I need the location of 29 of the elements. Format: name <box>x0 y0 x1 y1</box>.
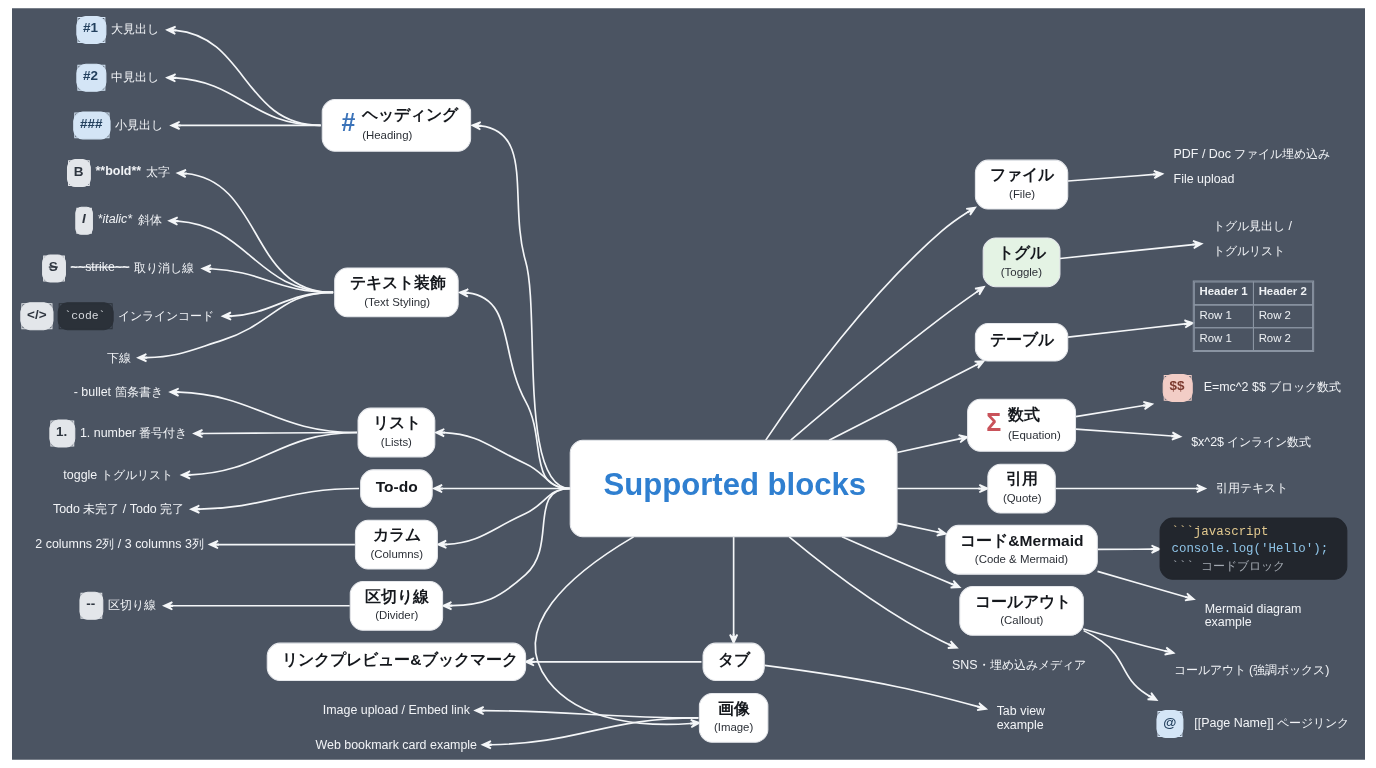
node-label: 斜体 <box>137 213 162 228</box>
node-text: コールアウト (強調ボックス) <box>1173 662 1329 677</box>
node-text: Image upload / Embed link <box>322 703 470 718</box>
node-label: E=mc^2 $$ ブロック数式 <box>1203 380 1341 395</box>
node-text: toggle トグルリスト <box>62 467 173 482</box>
node-label: 小見出し <box>114 117 163 132</box>
node-label: 中見出し <box>110 69 159 84</box>
node-text: Web bookmark card example <box>314 737 477 752</box>
node-label: インラインコード <box>117 308 214 323</box>
node-label: 1. number 番号付き <box>79 425 187 440</box>
node-text: 下線 <box>106 350 131 365</box>
node-label: *italic* <box>97 212 132 227</box>
node-label: 大見出し <box>110 22 159 37</box>
node-text: PDF / Doc ファイル埋め込み File upload <box>1173 147 1330 187</box>
node-label: **bold** <box>95 164 141 179</box>
node-label: [[Page Name]] ページリンク <box>1193 716 1349 731</box>
node-text: - bullet 箇条書き <box>73 384 163 399</box>
node-label: 取り消し線 <box>133 260 194 275</box>
node-text: 2 columns 2列 / 3 columns 3列 <box>34 537 204 552</box>
node-label: 太字 <box>145 165 170 180</box>
node-text: Todo 未完了 / Todo 完了 <box>52 502 184 517</box>
node-text: トグル見出し / トグルリスト <box>1212 218 1292 258</box>
node-text: 引用テキスト <box>1215 481 1288 496</box>
node-label: ~~strike~~ <box>70 259 129 274</box>
node-text: Tab view example <box>996 704 1045 732</box>
node-label: 区切り線 <box>107 598 156 612</box>
node-text: SNS・埋め込みメディア <box>951 657 1086 672</box>
node-text: Mermaid diagram example <box>1204 601 1301 630</box>
node-text: $x^2$ インライン数式 <box>1190 434 1311 449</box>
